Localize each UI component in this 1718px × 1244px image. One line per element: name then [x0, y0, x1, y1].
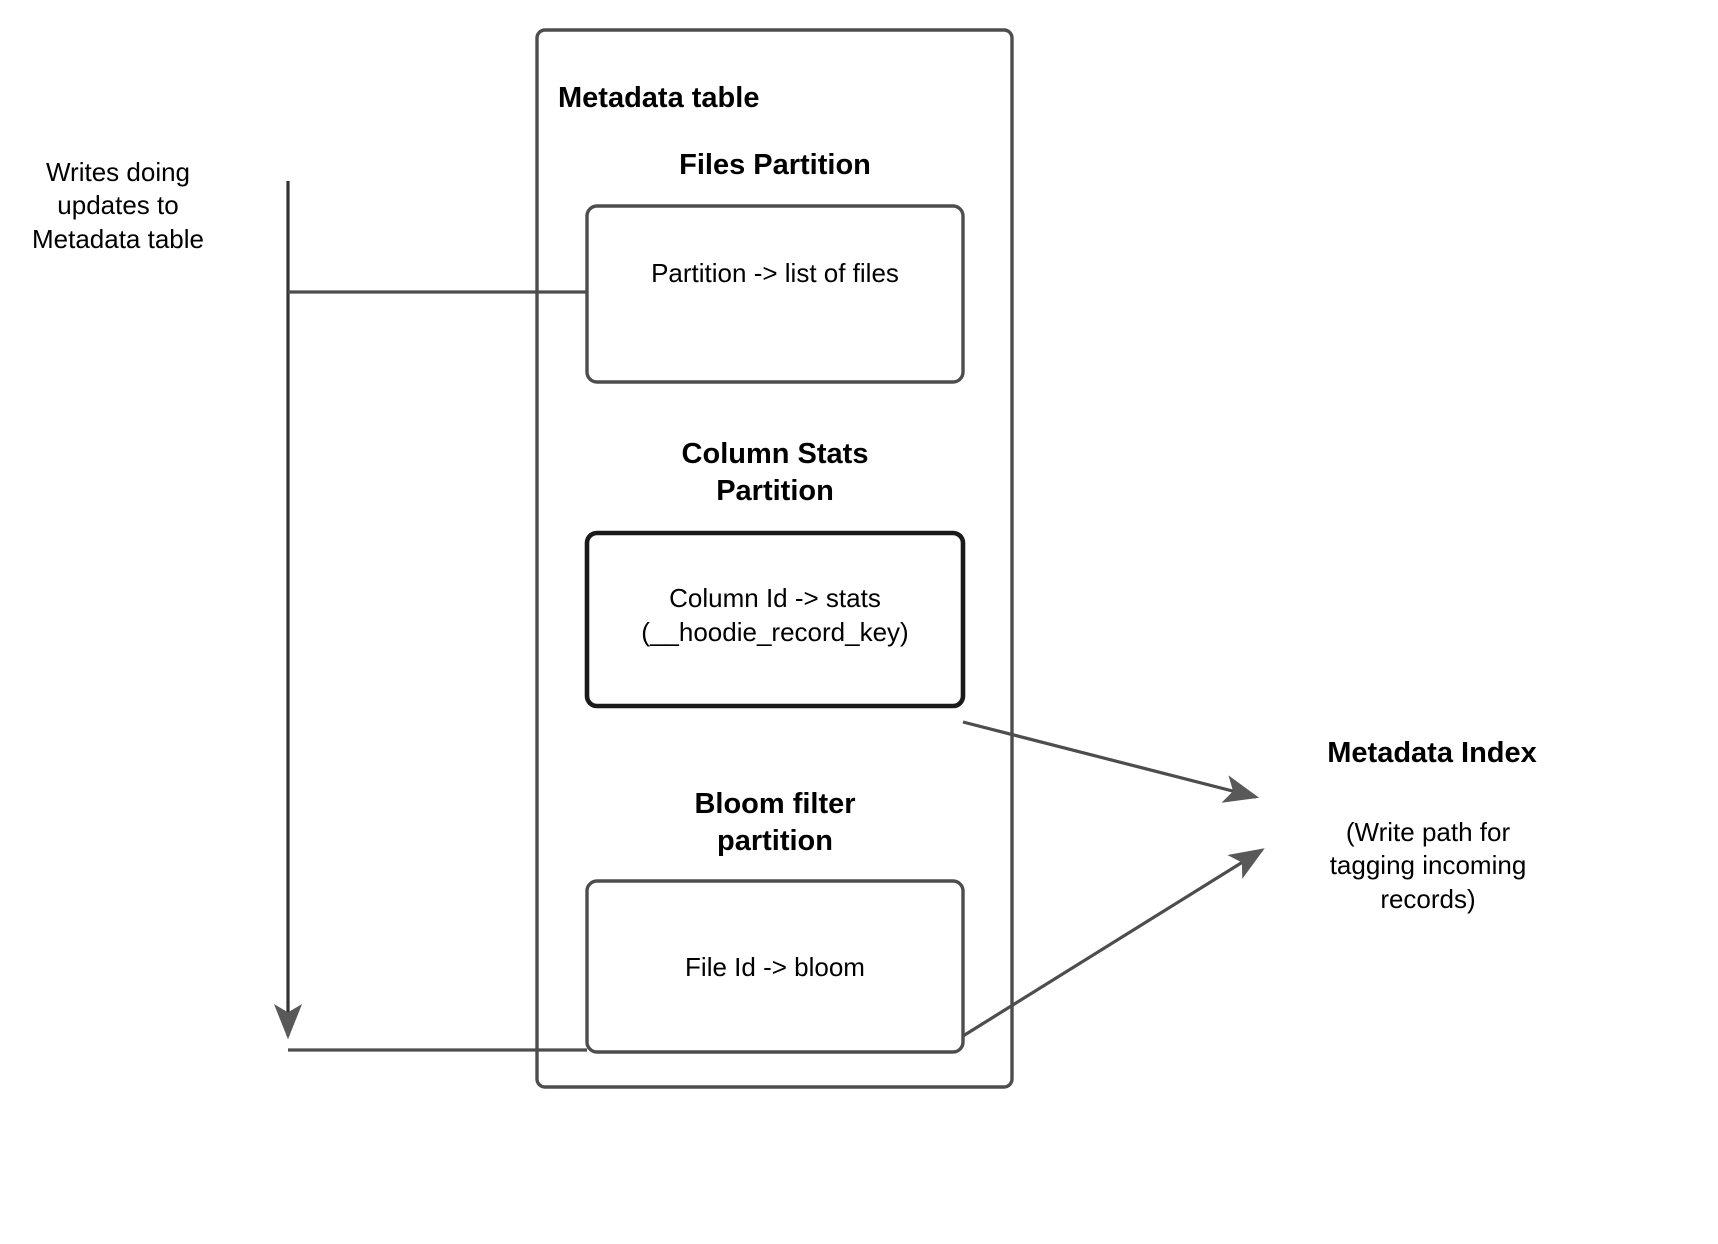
- column-stats-partition-box-label: Column Id -> stats (__hoodie_record_key): [641, 583, 909, 648]
- writes-updates-caption: Writes doing updates to Metadata table: [31, 157, 204, 254]
- metadata-index-title: Metadata Index: [1327, 737, 1537, 769]
- files-partition-box-label: Partition -> list of files: [651, 258, 899, 288]
- bloom-filter-partition-box-label: File Id -> bloom: [685, 952, 865, 982]
- column-stats-to-index-arrow: [962, 720, 1260, 803]
- metadata-table-container: [535, 28, 1014, 1089]
- bloom-filter-to-index-arrow: [962, 848, 1265, 1038]
- metadata-index-note: (Write path for tagging incoming records…: [1329, 817, 1534, 914]
- column-stats-partition-heading: Column Stats Partition: [681, 438, 869, 508]
- files-partition-box: [585, 204, 965, 384]
- files-partition-heading: Files Partition: [679, 149, 871, 181]
- metadata-table-title: Metadata table: [558, 82, 760, 114]
- bloom-filter-partition-heading: Bloom filter partition: [694, 788, 856, 858]
